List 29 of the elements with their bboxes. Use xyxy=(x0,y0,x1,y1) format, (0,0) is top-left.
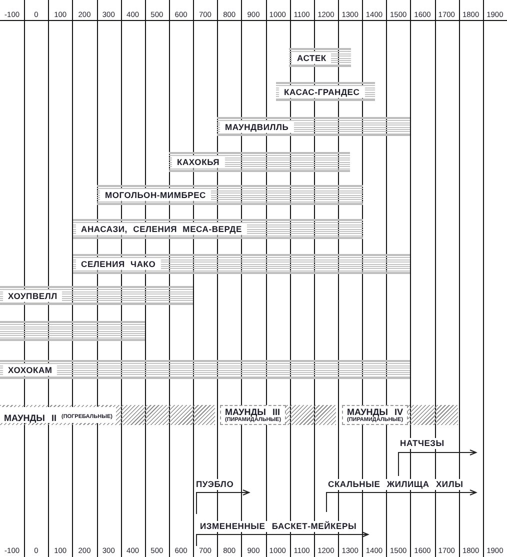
timeline-bar xyxy=(73,254,410,274)
timeline-bar xyxy=(342,405,458,425)
span-label: ИЗМЕНЕННЫЕ БАСКЕТ-МЕЙКЕРЫ xyxy=(199,521,358,532)
bar-label: МАУНДЫ IV xyxy=(347,407,404,417)
timeline-bar xyxy=(169,152,350,172)
bar-label: МАУНДВИЛЛЬ xyxy=(220,120,294,132)
span-label: НАТЧЕЗЫ xyxy=(399,438,446,449)
bar-label: МОГОЛЬОН-МИМБРЕС xyxy=(100,189,211,201)
timeline-bar xyxy=(276,82,375,101)
bar-label: АНАСАЗИ, СЕЛЕНИЯ МЕСА-ВЕРДЕ xyxy=(76,223,247,235)
bar-label: КАСАС-ГРАНДЕС xyxy=(279,86,365,98)
timeline-bar xyxy=(0,360,410,379)
span-label: СКАЛЬНЫЕ ЖИЛИЩА ХИЛЫ xyxy=(327,479,464,490)
timeline-bar xyxy=(0,286,193,305)
timeline-bar xyxy=(220,405,336,425)
timeline-bar xyxy=(289,48,351,67)
bar-label: КАХОКЬЯ xyxy=(172,156,225,168)
bar-label: СЕЛЕНИЯ ЧАКО xyxy=(76,258,161,270)
bar-label: ХОУПВЕЛЛ xyxy=(3,290,62,302)
timeline-bar xyxy=(73,219,363,239)
bar-label: АСТЕК xyxy=(292,52,332,64)
span-label: ПУЭБЛО xyxy=(195,479,235,490)
timeline-bar xyxy=(0,321,145,341)
bar-label: МАУНДЫ II xyxy=(4,412,56,423)
bar-label: ХОХОКАМ xyxy=(3,364,58,376)
timeline-bar xyxy=(97,185,363,205)
timeline-bar xyxy=(0,405,215,425)
timeline-bar xyxy=(217,117,410,136)
bar-label: МАУНДЫ III xyxy=(225,407,281,417)
